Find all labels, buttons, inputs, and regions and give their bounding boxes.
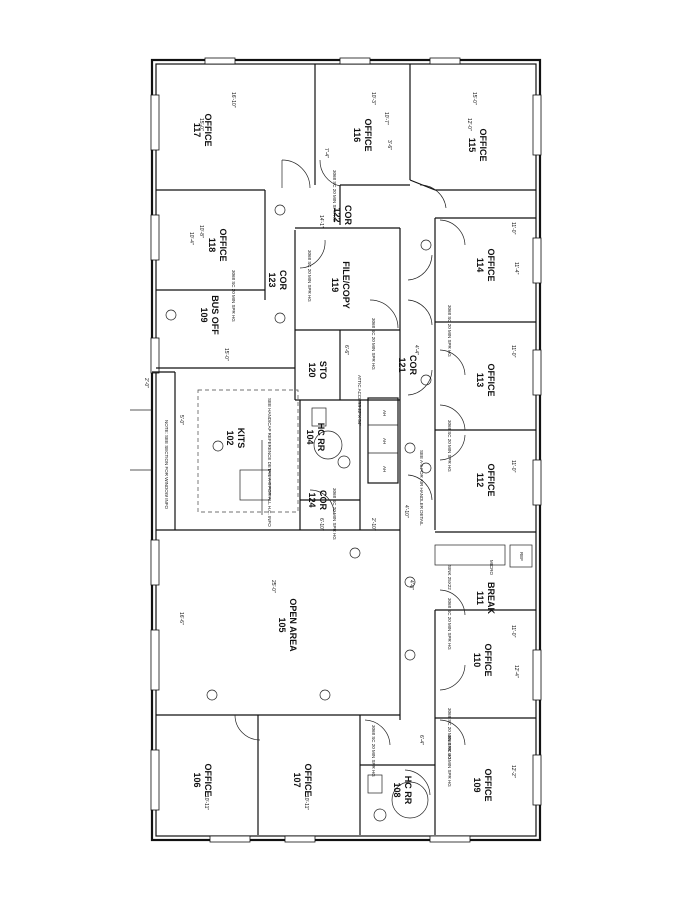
svg-text:11'-0": 11'-0" [510,625,516,638]
room-114: OFFICE114 [475,249,496,282]
svg-text:3'-6": 3'-6" [386,140,392,150]
room-118: OFFICE118 [207,229,228,262]
door-notes: 3068 SC 20 MIN SPR HG 3068 SC 20 MIN SPR… [231,170,452,787]
windows-right [532,94,542,806]
svg-text:4'-4": 4'-4" [413,345,419,355]
fixtures [239,407,533,822]
svg-text:16'-10": 16'-10" [230,92,236,108]
svg-text:5'-0": 5'-0" [178,415,184,425]
svg-text:ATTIC ACCESS 22"X 54": ATTIC ACCESS 22"X 54" [357,375,362,426]
room-124: COR124 [307,490,328,511]
svg-text:SEE HANDICAP REFERENCE DETAIL: SEE HANDICAP REFERENCE DETAIL A-8 FOR AL… [267,398,272,527]
room-123: COR123 [267,270,288,291]
svg-text:15'-0": 15'-0" [198,118,204,131]
room-109-bus: BUS OFF109 [199,295,220,335]
svg-text:11'-0": 11'-0" [510,345,516,358]
interior-walls [130,64,536,835]
svg-text:2'-0": 2'-0" [143,378,149,388]
room-122: COR122 [332,205,353,226]
svg-text:10'-7": 10'-7" [383,112,389,125]
windows-left [150,94,160,811]
svg-text:10'-8": 10'-8" [198,225,204,238]
svg-text:REF: REF [519,552,524,561]
room-104: HC RR104 [305,423,326,452]
svg-text:3068 SC 20 MIN SPR HG: 3068 SC 20 MIN SPR HG [447,598,452,650]
svg-text:AH: AH [382,410,387,416]
svg-text:NOTE: SEE SECTION FOR WINDOW I: NOTE: SEE SECTION FOR WINDOW INFO [164,420,169,510]
svg-text:25'-0": 25'-0" [270,580,276,593]
room-112: OFFICE112 [475,464,496,497]
svg-text:10'-4": 10'-4" [188,232,194,245]
svg-text:16'-6": 16'-6" [178,612,184,625]
door-swings [234,159,466,796]
svg-text:12'-2": 12'-2" [510,765,516,778]
dimensions: 16'-10" 15'-0" 10'-3" 10'-7" 15'-0" 12'-… [143,92,519,810]
svg-text:11'-0": 11'-0" [510,460,516,473]
svg-text:4'-0": 4'-0" [408,580,414,590]
svg-text:AH: AH [382,438,387,444]
svg-text:AH: AH [382,466,387,472]
svg-text:11'-0": 11'-0" [510,222,516,235]
room-107: OFFICE107 [292,764,313,797]
svg-text:3068 SC 20 MIN SPR HG: 3068 SC 20 MIN SPR HG [332,488,337,540]
windows-top-bottom [204,57,471,843]
room-108: HC RR108 [392,776,413,805]
svg-text:3068 SC 20 MIN SPR HG: 3068 SC 20 MIN SPR HG [371,725,376,777]
room-121: COR121 [397,355,418,376]
room-106: OFFICE106 [192,764,213,797]
room-110: OFFICE110 [472,644,493,677]
room-111: BREAK111 [475,582,496,615]
svg-text:10'-11": 10'-11" [203,795,209,810]
room-120: STO120 [307,361,328,379]
svg-text:3068 SC 20 MIN SPR HG: 3068 SC 20 MIN SPR HG [371,318,376,370]
svg-text:3068 SC 20 MIN SPR HG: 3068 SC 20 MIN SPR HG [447,420,452,472]
svg-text:15'-0": 15'-0" [223,348,229,361]
svg-text:3068 SC 20 MIN SPR HG: 3068 SC 20 MIN SPR HG [332,170,337,222]
exterior-walls [150,58,542,842]
svg-text:3068 SC 20 MIN SPR HG: 3068 SC 20 MIN SPR HG [447,735,452,787]
svg-text:SEE A-5 FOR AIR HANDLER DETAIL: SEE A-5 FOR AIR HANDLER DETAIL [419,450,424,526]
room-109: OFFICE109 [472,769,493,802]
room-113: OFFICE113 [475,364,496,397]
svg-text:3068 SC 20 MIN SPR HG: 3068 SC 20 MIN SPR HG [447,305,452,357]
svg-text:SINK 25X22: SINK 25X22 [447,565,452,590]
svg-text:2'-10": 2'-10" [370,518,376,531]
svg-text:MICRO: MICRO [489,560,494,575]
svg-text:10'-11": 10'-11" [303,795,309,810]
svg-text:12'-0": 12'-0" [466,118,472,131]
svg-text:6'-6": 6'-6" [343,345,349,355]
room-105: OPEN AREA105 [277,598,298,652]
svg-text:15'-0": 15'-0" [471,92,477,105]
misc-notes: ATTIC ACCESS 22"X 54" SINK 25X22 MICRO R… [164,375,524,590]
svg-text:11'-4": 11'-4" [513,262,519,275]
svg-text:7'-4": 7'-4" [323,148,329,158]
svg-text:6'-10": 6'-10" [318,518,324,531]
room-119: FILE/COPY119 [330,261,351,309]
room-115: OFFICE115 [467,129,488,162]
svg-text:4'-10": 4'-10" [403,505,409,518]
svg-text:6'-4": 6'-4" [418,735,424,745]
svg-text:3068 SC 20 MIN SPR HG: 3068 SC 20 MIN SPR HG [447,708,452,760]
room-102: KITS102 [225,428,246,449]
room-117: OFFICE117 [192,114,213,147]
svg-text:12'-4": 12'-4" [513,665,519,678]
room-116: OFFICE116 [352,119,373,152]
svg-text:3068 SC 20 MIN SPR HG: 3068 SC 20 MIN SPR HG [231,270,236,322]
room-labels: OFFICE117 OFFICE116 OFFICE115 COR122 OFF… [192,114,496,805]
svg-text:3068 SC 20 MIN SPR HG: 3068 SC 20 MIN SPR HG [307,250,312,302]
svg-text:14'-1": 14'-1" [318,215,324,228]
symbols [165,204,432,701]
svg-text:10'-3": 10'-3" [370,92,376,105]
